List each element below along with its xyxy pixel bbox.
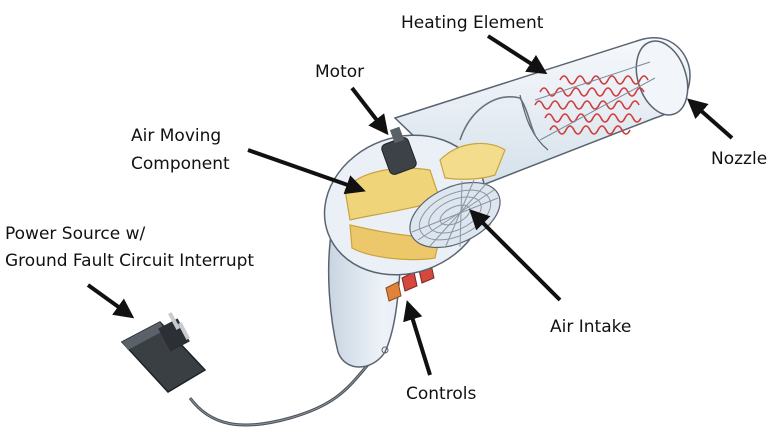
arrow-controls (403, 300, 432, 376)
arrow-heating-element (486, 34, 548, 75)
label-power-source-line1: Power Source w/ (5, 224, 146, 244)
arrow-power-source (86, 283, 135, 319)
wiring (459, 96, 536, 141)
label-nozzle: Nozzle (711, 149, 768, 169)
power-cord (188, 359, 374, 427)
label-heating-element: Heating Element (401, 13, 544, 33)
heating-coil-icon (534, 75, 649, 135)
arrow-air-moving (247, 148, 366, 195)
label-power-source-line2: Ground Fault Circuit Interrupt (5, 251, 255, 271)
label-motor: Motor (315, 62, 365, 82)
arrow-air-intake (469, 209, 562, 302)
label-air-moving-line2: Component (131, 154, 230, 174)
arrow-motor (350, 86, 389, 136)
air-intake-grille-icon (409, 179, 501, 249)
pointer-arrows (86, 34, 734, 376)
label-air-moving-line1: Air Moving (131, 126, 222, 146)
gfci-plug-icon (120, 312, 207, 393)
arrow-nozzle (686, 98, 734, 140)
label-air-intake: Air Intake (550, 317, 632, 337)
label-controls: Controls (406, 384, 477, 404)
motor-icon (381, 126, 417, 175)
